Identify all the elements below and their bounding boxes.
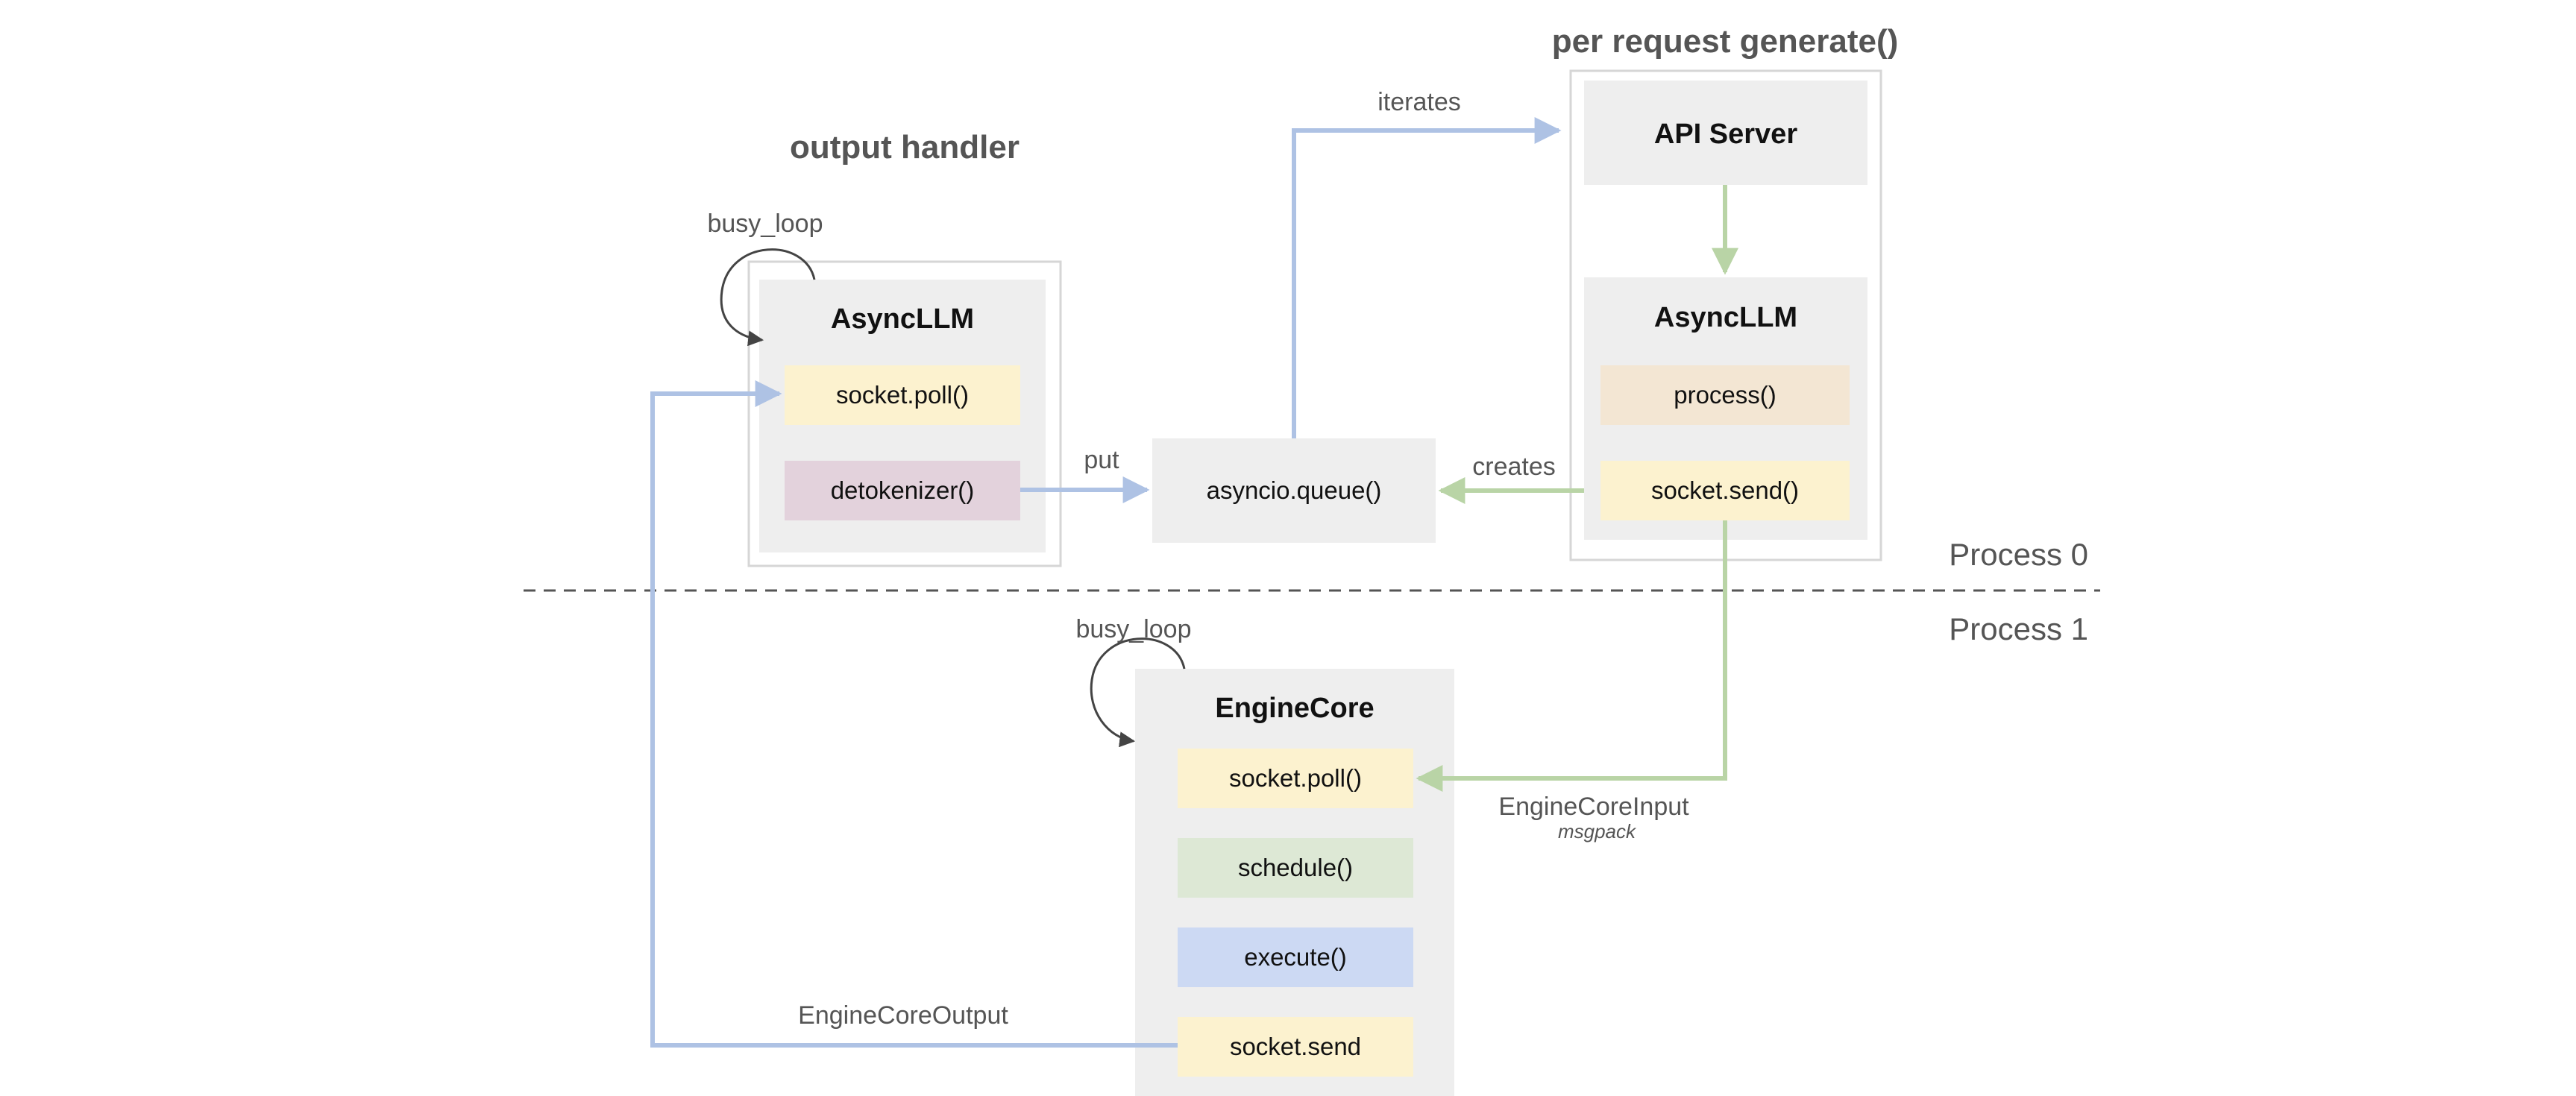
asyncio-queue-box xyxy=(1152,438,1436,543)
engine-core-input-sublabel: msgpack xyxy=(1558,820,1637,843)
busy-loop-top-arrow xyxy=(720,248,816,347)
per-request-generate-title: per request generate() xyxy=(1552,23,1899,60)
async-llm-left-title: AsyncLLM xyxy=(831,303,974,335)
engine-core-send-chip xyxy=(1178,1017,1413,1077)
detokenizer-label: detokenizer() xyxy=(831,476,975,504)
busy-loop-top-label: busy_loop xyxy=(707,210,823,238)
engine-core-input-label: EngineCoreInput xyxy=(1498,793,1689,821)
execute-chip xyxy=(1178,927,1413,987)
busy-loop-bottom-arrow xyxy=(1090,637,1186,748)
busy-loop-bottom-label: busy_loop xyxy=(1075,615,1191,643)
output-handler-title: output handler xyxy=(790,129,1020,166)
async-llm-left-poll-chip xyxy=(785,365,1020,425)
iterates-label: iterates xyxy=(1377,88,1461,116)
engine-core-send-label: socket.send xyxy=(1230,1033,1361,1060)
schedule-chip xyxy=(1178,838,1413,898)
engine-core-title: EngineCore xyxy=(1215,693,1374,724)
engine-core-poll-label: socket.poll() xyxy=(1229,764,1362,792)
async-llm-right-title: AsyncLLM xyxy=(1654,302,1797,333)
creates-label: creates xyxy=(1472,453,1556,481)
schedule-label: schedule() xyxy=(1238,854,1353,881)
engine-core-poll-chip xyxy=(1178,749,1413,808)
async-llm-left-poll-label: socket.poll() xyxy=(836,381,969,409)
process-chip xyxy=(1600,365,1850,425)
api-server-box xyxy=(1584,81,1867,185)
engine-core-input-arrow xyxy=(1416,520,1727,792)
engine-core-output-label: EngineCoreOutput xyxy=(798,1001,1008,1030)
put-label: put xyxy=(1084,446,1119,474)
execute-label: execute() xyxy=(1244,943,1347,971)
engine-core-output-arrow xyxy=(650,380,1178,1048)
asyncio-queue-label: asyncio.queue() xyxy=(1207,476,1382,504)
process-0-label: Process 0 xyxy=(1949,537,2088,572)
socket-send-label: socket.send() xyxy=(1651,476,1799,504)
process-1-label: Process 1 xyxy=(1949,611,2088,646)
detokenizer-chip xyxy=(785,461,1020,520)
socket-send-chip xyxy=(1600,461,1850,520)
process-label: process() xyxy=(1674,381,1777,409)
output-handler-outline xyxy=(747,260,1062,567)
iterates-arrow xyxy=(1292,117,1562,438)
api-server-label: API Server xyxy=(1654,119,1797,150)
